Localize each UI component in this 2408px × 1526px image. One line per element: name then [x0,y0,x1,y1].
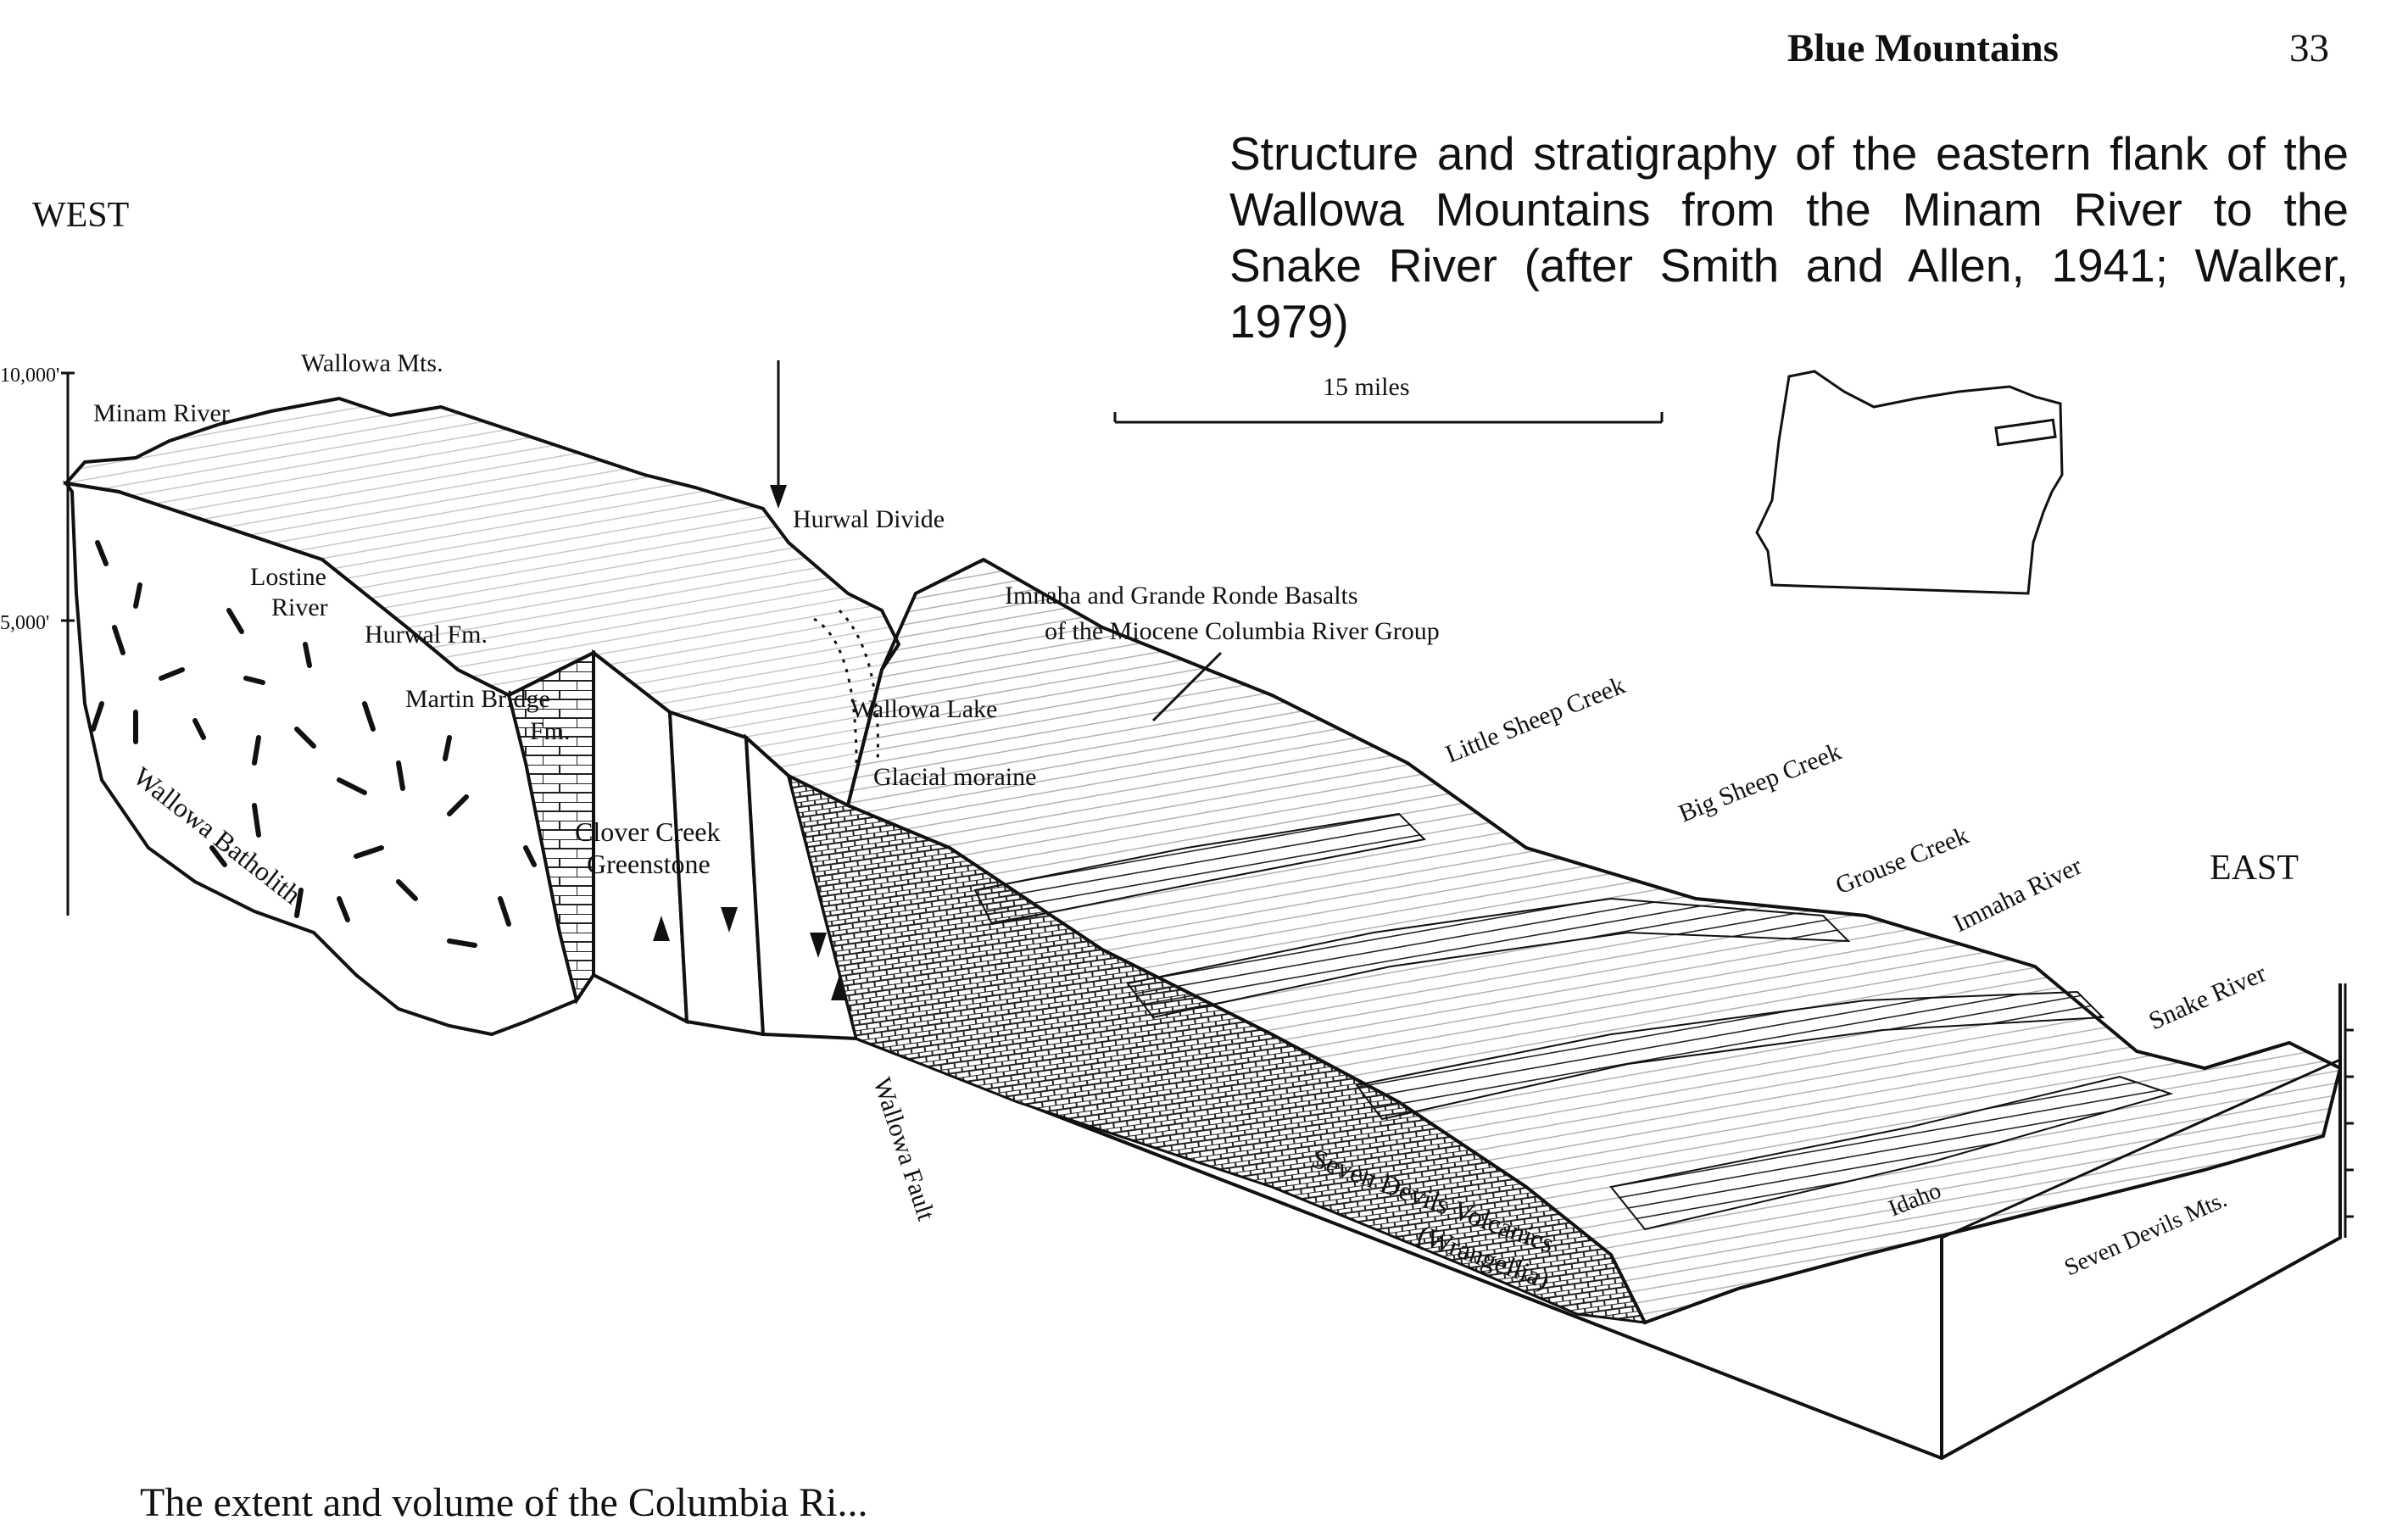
scale-bar [1113,412,1664,424]
canyon-shading [973,812,2174,1231]
label-hurwal-fm: Hurwal Fm. [365,621,488,649]
label-martin-bridge-line1: Martin Bridge [405,685,550,713]
oregon-locator-map [1755,370,2064,595]
label-martin-bridge-line2: Fm. [530,717,571,745]
elevation-scale-east [2344,983,2354,1238]
label-wallowa-mts: Wallowa Mts. [301,349,443,377]
label-glacial-moraine: Glacial moraine [873,763,1036,791]
elevation-tick-10000: 10,000' [0,365,59,387]
label-basalts-line2: of the Miocene Columbia River Group [1045,617,1440,645]
elevation-tick-5000: 5,000' [0,612,49,634]
hurwal-divide-arrow [770,360,787,509]
label-wallowa-fault: Wallowa Fault [867,1074,940,1224]
label-imnaha-river: Imnaha River [1949,852,2087,938]
batholith-pattern [91,540,537,948]
label-hurwal-divide: Hurwal Divide [793,505,945,533]
figure-caption: Structure and stratigraphy of the easter… [1229,127,2349,348]
east-label: EAST [2210,849,2299,888]
label-clover-creek-line1: Clover Creek [575,816,721,847]
label-wallowa-lake: Wallowa Lake [850,695,997,723]
elevation-scale-west: 10,000' 5,000' [0,365,75,916]
wallowa-mountains-crest [63,396,901,808]
label-basalts-line1: Imnaha and Grande Ronde Basalts [1005,582,1358,610]
label-minam-river: Minam River [93,399,230,427]
label-grouse-creek: Grouse Creek [1831,821,1972,900]
page-number: 33 [2289,26,2329,70]
label-little-sheep-creek: Little Sheep Creek [1441,671,1629,769]
label-lostine-line1: Lostine [250,563,326,591]
label-big-sheep-creek: Big Sheep Creek [1675,738,1845,828]
scale-bar-label: 15 miles [1323,373,1410,401]
west-label: WEST [32,196,130,235]
study-area-box [1994,418,2057,447]
label-lostine-line2: River [271,593,328,621]
running-header-title: Blue Mountains [1787,26,2059,70]
glacial-moraine-outline [813,609,879,764]
label-clover-creek-line2: Greenstone [587,849,711,879]
